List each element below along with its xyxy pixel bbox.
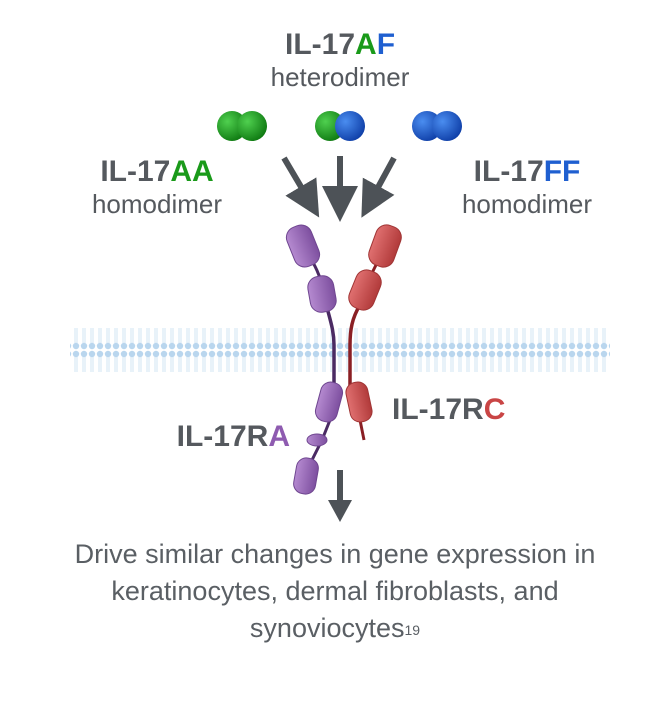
- il17ff-homodimer-icon: [412, 111, 462, 141]
- il17rc-prefix: IL-17R: [392, 393, 484, 426]
- il17aa-label: IL-17AA homodimer: [62, 155, 252, 220]
- il17af-chain-f: F: [376, 28, 396, 61]
- il17rc-label: IL-17RC: [392, 393, 532, 427]
- il17ff-label: IL-17FF homodimer: [432, 155, 622, 220]
- binding-arrows: [281, 156, 397, 222]
- il17ra-prefix: IL-17R: [176, 420, 269, 453]
- il17aa-suffix: AA: [170, 155, 214, 188]
- il17af-heterodimer-icon: [315, 111, 365, 141]
- caption-line-3-text: synoviocytes: [249, 613, 405, 643]
- il17ff-suffix: FF: [543, 155, 581, 188]
- il17af-label: IL-17AF heterodimer: [240, 28, 440, 93]
- il17rc-receptor-icon: [345, 224, 402, 441]
- caption-reference: 19: [404, 622, 421, 638]
- caption: Drive similar changes in gene expression…: [0, 536, 670, 647]
- il17aa-homodimer-icon: [217, 111, 267, 141]
- il17aa-type: homodimer: [91, 189, 223, 219]
- signal-arrow: [328, 470, 352, 522]
- il17ff-prefix: IL-17: [473, 155, 544, 188]
- il17af-chain-a: A: [355, 28, 377, 61]
- il17ra-receptor-icon: [285, 224, 344, 495]
- il17ra-label: IL-17RA: [150, 420, 290, 454]
- il17af-type: heterodimer: [270, 62, 410, 92]
- il17aa-prefix: IL-17: [100, 155, 171, 188]
- il17af-prefix: IL-17: [284, 28, 356, 61]
- cell-membrane: [70, 324, 610, 374]
- il17rc-suffix: C: [483, 393, 506, 426]
- caption-line-2: keratinocytes, dermal fibroblasts, and: [111, 576, 559, 606]
- caption-line-1: Drive similar changes in gene expression…: [74, 539, 596, 569]
- caption-line-3: synoviocytes19: [0, 610, 670, 647]
- il17ff-type: homodimer: [461, 189, 593, 219]
- il17ra-suffix: A: [268, 420, 290, 453]
